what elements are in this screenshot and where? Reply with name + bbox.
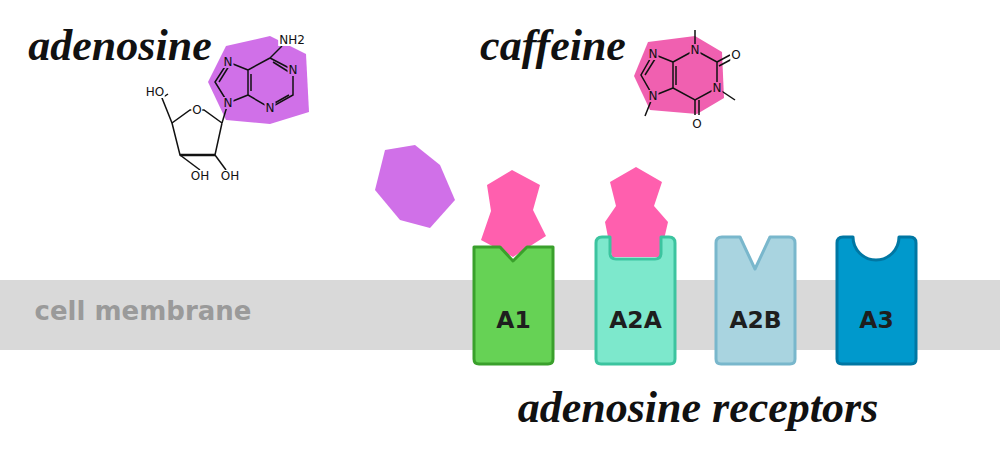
- atom-label: O: [691, 118, 702, 130]
- receptor-box: A2B: [712, 233, 799, 367]
- atom-label: NH2: [278, 34, 306, 46]
- atom-label: N: [288, 64, 299, 76]
- molecule-title: adenosine: [28, 24, 211, 68]
- atom-label: N: [648, 90, 659, 102]
- caffeine-highlight: [634, 36, 724, 114]
- atom-label: N: [265, 102, 276, 114]
- atom-label: OH: [190, 170, 210, 182]
- purine-highlight: [208, 36, 309, 124]
- atom-label: N: [648, 48, 659, 60]
- receptor-outline: [712, 233, 799, 367]
- atom-label: O: [730, 49, 741, 61]
- atom-label: O: [191, 104, 202, 116]
- receptor-box: A2A: [592, 233, 679, 367]
- membrane-label: cell membrane: [35, 298, 252, 324]
- receptor-outline: [470, 233, 557, 367]
- receptor-label: A1: [470, 306, 557, 334]
- atom-label: N: [712, 82, 723, 94]
- atom-label: N: [690, 44, 701, 56]
- caffeine-token: [605, 167, 668, 257]
- receptor-label: A3: [833, 306, 920, 334]
- receptor-box: A1: [470, 233, 557, 367]
- atom-label: OH: [220, 170, 240, 182]
- molecule-title: caffeine: [480, 24, 626, 68]
- receptor-group-title: adenosine receptors: [518, 386, 879, 430]
- caffeine-token: [481, 170, 546, 257]
- ribose-bold-edge: [180, 154, 215, 157]
- receptor-outline: [592, 233, 679, 367]
- caffeine-bonds: [641, 30, 735, 116]
- receptor-label: A2A: [592, 306, 679, 334]
- receptor-label: A2B: [712, 306, 799, 334]
- atom-label: HO: [145, 86, 165, 98]
- receptor-box: A3: [833, 233, 920, 367]
- atom-label: N: [223, 56, 234, 68]
- adenosine-token: [375, 145, 455, 228]
- atom-label: N: [223, 97, 234, 109]
- receptor-outline: [833, 233, 920, 367]
